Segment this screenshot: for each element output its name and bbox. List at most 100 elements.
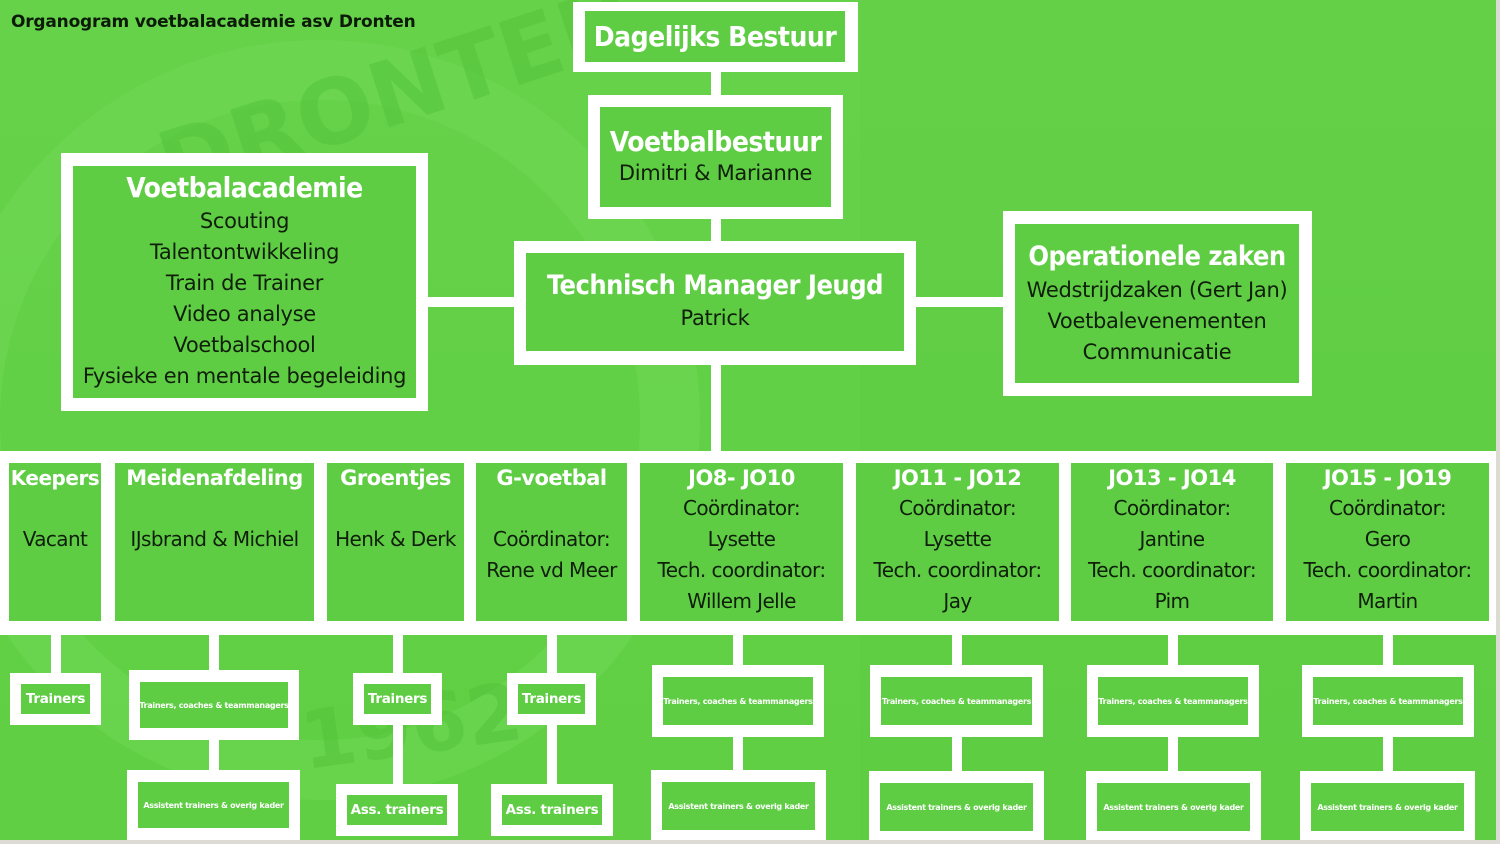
sub-label: Assistent trainers & overig kader [886, 802, 1027, 812]
operationele-zaken-item: Voetbalevenementen [1047, 309, 1267, 333]
group-line: Gero [1364, 527, 1411, 551]
connector-gvoetbal-ass [547, 722, 557, 786]
group-line: Vacant [22, 527, 88, 551]
connector-jo15-trainers [1383, 633, 1393, 669]
group-g-voetbal[interactable]: G-voetbal Coördinator: Rene vd Meer [476, 463, 627, 621]
voetbalacademie-item: Voetbalschool [173, 333, 316, 357]
group-title: G-voetbal [496, 466, 607, 490]
connector-meiden-assistent [209, 738, 219, 774]
box-jo8-trainers[interactable]: Trainers, coaches & teammanagers [652, 665, 824, 737]
voetbalacademie-item: Video analyse [173, 302, 316, 326]
voetbalacademie-item: Scouting [199, 209, 290, 233]
group-title: JO11 - JO12 [893, 466, 1022, 490]
group-jo13-jo14[interactable]: JO13 - JO14 Coördinator: Jantine Tech. c… [1071, 463, 1273, 621]
group-line: IJsbrand & Michiel [130, 527, 299, 551]
connector-academie-tmj [426, 297, 518, 307]
operationele-zaken-item: Wedstrijdzaken (Gert Jan) [1026, 278, 1288, 302]
box-dagelijks-bestuur[interactable]: Dagelijks Bestuur [573, 2, 858, 72]
voetbalbestuur-title: Voetbalbestuur [609, 124, 822, 158]
voetbalacademie-item: Train de Trainer [165, 271, 324, 295]
technisch-manager-name: Patrick [680, 305, 750, 330]
connector-groentjes-ass [393, 722, 403, 786]
groups-band: Keepers Vacant Meidenafdeling IJsbrand &… [0, 451, 1496, 635]
group-keepers[interactable]: Keepers Vacant [9, 463, 101, 621]
voetbalacademie-item: Talentontwikkeling [149, 240, 340, 264]
group-line: Coördinator: [1113, 496, 1232, 520]
dagelijks-bestuur-title: Dagelijks Bestuur [593, 19, 837, 53]
connector-tmj-groups [711, 362, 721, 454]
group-line: Lysette [923, 527, 992, 551]
sub-label: Trainers [367, 690, 428, 707]
group-line: Tech. coordinator: [657, 558, 827, 582]
group-title: Keepers [10, 466, 100, 490]
box-groentjes-trainers[interactable]: Trainers [353, 673, 442, 725]
box-jo11-trainers[interactable]: Trainers, coaches & teammanagers [870, 665, 1043, 737]
box-jo8-assistent[interactable]: Assistent trainers & overig kader [651, 770, 826, 840]
group-title: JO15 - JO19 [1323, 466, 1452, 490]
connector-jo13-trainers [1168, 633, 1178, 669]
sub-label: Trainers, coaches & teammanagers [140, 700, 288, 710]
group-meidenafdeling[interactable]: Meidenafdeling IJsbrand & Michiel [115, 463, 314, 621]
connector-groentjes-trainers [393, 633, 403, 677]
box-gvoetbal-ass[interactable]: Ass. trainers [491, 784, 613, 836]
box-meiden-assistent[interactable]: Assistent trainers & overig kader [127, 770, 300, 840]
box-jo13-trainers[interactable]: Trainers, coaches & teammanagers [1087, 665, 1259, 737]
connector-jo11-trainers [952, 633, 962, 669]
box-technisch-manager-jeugd[interactable]: Technisch Manager Jeugd Patrick [514, 241, 916, 365]
connector-meiden-trainers [209, 633, 219, 673]
voetbalacademie-item: Fysieke en mentale begeleiding [82, 364, 407, 388]
operationele-zaken-item: Communicatie [1082, 340, 1232, 364]
connector-keepers-trainers [51, 633, 61, 677]
sub-label: Trainers, coaches & teammanagers [1098, 696, 1248, 706]
sub-label: Assistent trainers & overig kader [1103, 802, 1244, 812]
box-operationele-zaken[interactable]: Operationele zaken Wedstrijdzaken (Gert … [1003, 211, 1312, 396]
connector-jo8-assistent [733, 733, 743, 773]
group-line: Tech. coordinator: [873, 558, 1043, 582]
sub-label: Ass. trainers [350, 801, 444, 818]
technisch-manager-title: Technisch Manager Jeugd [546, 270, 884, 302]
group-jo11-jo12[interactable]: JO11 - JO12 Coördinator: Lysette Tech. c… [856, 463, 1059, 621]
sub-label: Trainers, coaches & teammanagers [881, 696, 1032, 706]
box-voetbalacademie[interactable]: Voetbalacademie Scouting Talentontwikkel… [61, 153, 428, 411]
box-keepers-trainers[interactable]: Trainers [10, 673, 101, 725]
box-jo11-assistent[interactable]: Assistent trainers & overig kader [869, 771, 1044, 840]
sub-label: Trainers, coaches & teammanagers [663, 696, 813, 706]
box-groentjes-ass[interactable]: Ass. trainers [336, 784, 458, 836]
sub-label: Assistent trainers & overig kader [1317, 802, 1458, 812]
group-line: Coördinator: [683, 496, 801, 520]
group-line: Coördinator: [899, 496, 1017, 520]
group-line: Jantine [1139, 527, 1205, 551]
connector-jo15-assistent [1383, 733, 1393, 773]
group-line: Willem Jelle [687, 589, 796, 613]
connector-jo8-trainers [733, 633, 743, 669]
group-line: Coördinator: [1329, 496, 1447, 520]
operationele-zaken-title: Operationele zaken [1028, 241, 1286, 272]
box-gvoetbal-trainers[interactable]: Trainers [507, 673, 596, 725]
sub-label: Assistent trainers & overig kader [143, 800, 284, 810]
sub-label: Ass. trainers [505, 801, 599, 818]
group-title: Meidenafdeling [126, 466, 303, 490]
group-line: Tech. coordinator: [1303, 558, 1473, 582]
group-jo8-jo10[interactable]: JO8- JO10 Coördinator: Lysette Tech. coo… [640, 463, 843, 621]
connector-gvoetbal-trainers [547, 633, 557, 677]
connector-voetbalbestuur-tmj [711, 216, 721, 244]
voetbalbestuur-members: Dimitri & Marianne [618, 161, 813, 186]
group-jo15-jo19[interactable]: JO15 - JO19 Coördinator: Gero Tech. coor… [1286, 463, 1489, 621]
box-jo15-trainers[interactable]: Trainers, coaches & teammanagers [1302, 665, 1474, 737]
connector-jo13-assistent [1168, 733, 1178, 773]
sub-label: Trainers, coaches & teammanagers [1313, 696, 1463, 706]
group-groentjes[interactable]: Groentjes Henk & Derk [327, 463, 464, 621]
box-jo13-assistent[interactable]: Assistent trainers & overig kader [1086, 771, 1261, 840]
sub-label: Assistent trainers & overig kader [668, 801, 809, 811]
box-jo15-assistent[interactable]: Assistent trainers & overig kader [1300, 771, 1475, 840]
group-line: Tech. coordinator: [1088, 558, 1257, 582]
page-title: Organogram voetbalacademie asv Dronten [11, 12, 416, 32]
group-line: Lysette [707, 527, 776, 551]
group-line: Coördinator: [493, 527, 611, 551]
box-voetbalbestuur[interactable]: Voetbalbestuur Dimitri & Marianne [588, 95, 843, 219]
voetbalacademie-title: Voetbalacademie [126, 171, 363, 204]
group-title: JO8- JO10 [688, 466, 795, 490]
box-meiden-trainers[interactable]: Trainers, coaches & teammanagers [129, 670, 299, 740]
connector-tmj-operationeel [914, 297, 1006, 307]
